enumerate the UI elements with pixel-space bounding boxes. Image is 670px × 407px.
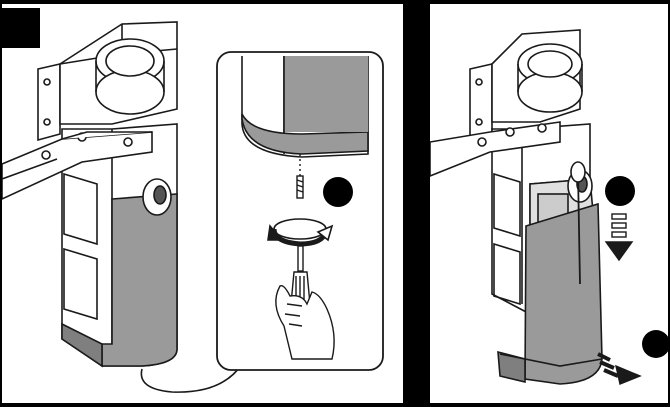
step-marker-icon — [642, 330, 668, 358]
gate-motor-unit-icon — [59, 21, 178, 368]
motor-base-detail-icon — [241, 56, 369, 158]
gate-arm-icon — [2, 131, 153, 200]
step-badge-icon — [2, 8, 40, 48]
step-marker-icon — [605, 176, 635, 206]
wall-bracket-icon — [469, 62, 493, 142]
instruction-panel-left — [2, 4, 403, 403]
hand-icon — [275, 285, 335, 360]
step-marker-icon — [323, 177, 353, 207]
gate-arm-icon — [430, 121, 561, 177]
instruction-panel-right — [430, 4, 668, 403]
step-illustration-remove-cover — [430, 29, 668, 385]
screw-icon — [296, 175, 304, 199]
removable-cover-icon — [497, 161, 603, 385]
wall-bracket-icon — [37, 62, 61, 142]
slide-down-arrow-icon — [604, 213, 634, 262]
pull-out-arrow-icon — [597, 352, 642, 385]
step-illustration-unscrew — [2, 8, 384, 393]
rotation-arrow-icon — [267, 218, 334, 247]
